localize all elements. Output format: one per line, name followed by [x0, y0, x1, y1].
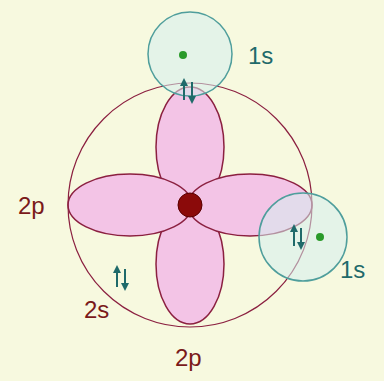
orbital-label: 1s — [340, 258, 365, 282]
electron-pair — [184, 82, 192, 100]
h-nucleus — [316, 233, 324, 241]
h-nucleus — [179, 51, 187, 59]
h-orbital — [148, 12, 232, 96]
orbital-label: 1s — [248, 44, 273, 68]
h-orbital — [259, 193, 347, 281]
orbital-label: 2s — [84, 298, 109, 322]
p-lobe — [68, 174, 192, 236]
nucleus — [178, 193, 202, 217]
orbital-label: 2p — [175, 346, 202, 370]
electron-pair — [294, 228, 301, 246]
orbital-label: 2p — [18, 194, 45, 218]
electron-pair — [117, 269, 125, 287]
